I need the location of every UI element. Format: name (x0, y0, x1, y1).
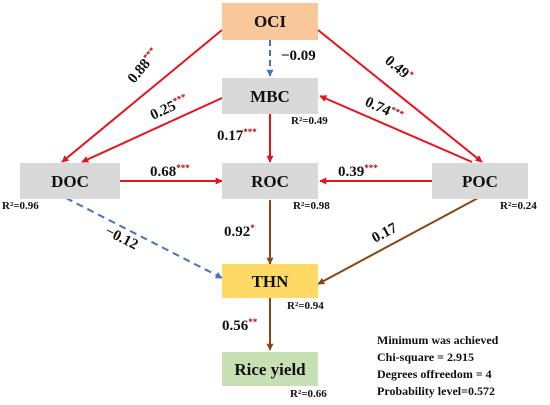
node-doc-label: DOC (51, 172, 89, 191)
coef-doc-roc: 0.68*** (150, 163, 190, 180)
model-fit-stats: Minimum was achieved Chi-square = 2.915 … (377, 333, 499, 398)
coef-thn-rice: 0.56** (222, 317, 258, 334)
node-poc-box (432, 163, 528, 199)
node-poc-label: POC (462, 172, 498, 191)
coef-poc-mbc: 0.74*** (362, 93, 406, 125)
coef-mbc-doc: 0.25*** (148, 91, 192, 123)
coef-oci-mbc: −0.09 (281, 48, 316, 64)
arrow-mbc-doc (81, 97, 223, 163)
model-fit-line-4: Probability level=0.572 (377, 384, 495, 398)
arrow-oci-poc (317, 29, 483, 163)
node-doc-box (20, 163, 120, 199)
node-rice-box (222, 352, 318, 386)
node-thn-box (222, 264, 318, 298)
model-fit-line-2: Chi-square = 2.915 (377, 350, 474, 364)
coef-poc-roc: 0.39*** (338, 163, 378, 180)
node-mbc-r2: R²=0.49 (291, 115, 328, 127)
node-mbc-label: MBC (250, 87, 290, 106)
node-oci-label: OCI (254, 12, 287, 31)
model-fit-line-3: Degrees offreedom = 4 (377, 367, 492, 381)
arrow-doc-thn (65, 197, 223, 279)
node-thn-label: THN (252, 272, 290, 291)
node-roc-label: ROC (251, 172, 289, 191)
node-thn-r2: R²=0.94 (287, 300, 324, 312)
coef-mbc-roc: 0.17*** (217, 127, 257, 144)
coef-roc-thn: 0.92* (224, 223, 255, 240)
node-poc-r2: R²=0.24 (500, 200, 537, 212)
node-doc-r2: R²=0.96 (2, 200, 39, 212)
arrow-poc-mbc (319, 95, 473, 163)
node-mbc-box (222, 78, 318, 114)
arrow-oci-doc (61, 29, 223, 163)
coef-doc-thn: −0.12 (102, 223, 140, 253)
node-roc-r2: R²=0.98 (293, 200, 330, 212)
coef-oci-poc: 0.49* (381, 52, 416, 85)
node-rice-r2: R²=0.66 (290, 388, 327, 400)
coef-oci-doc: 0.88*** (124, 45, 163, 87)
node-rice-label: Rice yield (234, 360, 306, 379)
node-roc-box (222, 163, 318, 199)
arrow-poc-thn (317, 197, 479, 285)
node-oci-box (222, 3, 318, 40)
model-fit-line-1: Minimum was achieved (377, 333, 499, 347)
